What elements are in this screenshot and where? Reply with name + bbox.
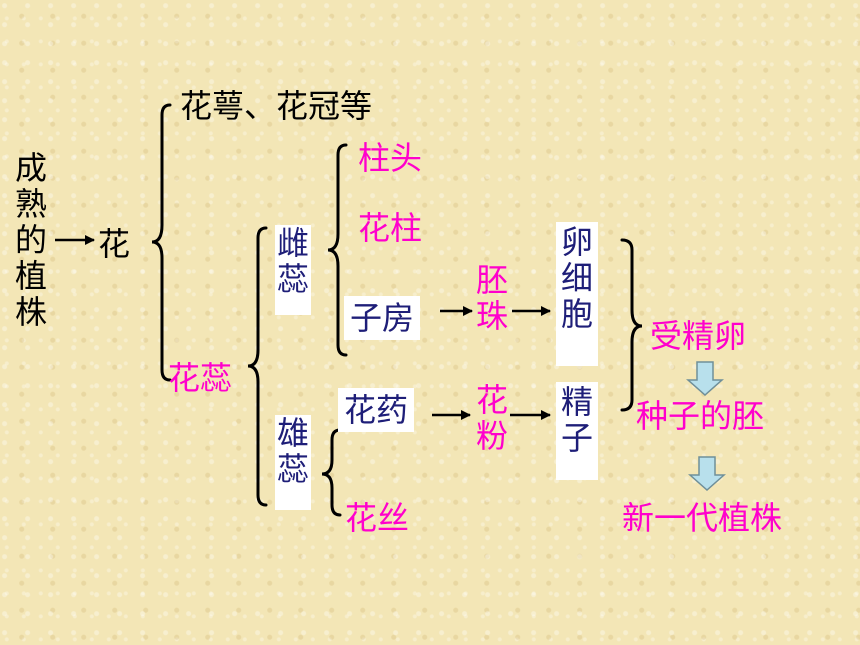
node-stamen-pistil: 花蕊	[168, 359, 233, 397]
node-new-plant: 新一代植株	[622, 499, 783, 537]
node-stamen: 雄蕊	[275, 415, 311, 510]
node-embryo: 种子的胚	[636, 397, 765, 435]
down-arrow-icon	[688, 456, 726, 492]
node-mature-plant: 成熟的植株	[14, 149, 47, 331]
node-anther: 花药	[338, 388, 415, 432]
node-egg-cell: 卵细胞	[556, 222, 598, 366]
brace-fertilization	[620, 238, 643, 412]
node-ovary: 子房	[344, 296, 421, 340]
node-style: 花柱	[358, 209, 423, 247]
node-filament: 花丝	[345, 499, 410, 537]
node-sperm: 精子	[556, 382, 598, 480]
brace-stamen-pistil	[247, 226, 268, 507]
node-sepal-petal: 花萼、花冠等	[180, 87, 373, 125]
node-pollen: 花粉	[475, 381, 508, 455]
node-flower: 花	[98, 225, 131, 263]
brace-stamen	[321, 428, 342, 517]
node-zygote: 受精卵	[650, 317, 747, 355]
node-ovule: 胚珠	[475, 261, 508, 335]
brace-flower	[151, 103, 172, 382]
node-stigma: 柱头	[358, 139, 423, 177]
node-pistil: 雌蕊	[275, 225, 311, 315]
down-arrow-icon	[686, 361, 724, 397]
brace-pistil	[327, 143, 348, 357]
